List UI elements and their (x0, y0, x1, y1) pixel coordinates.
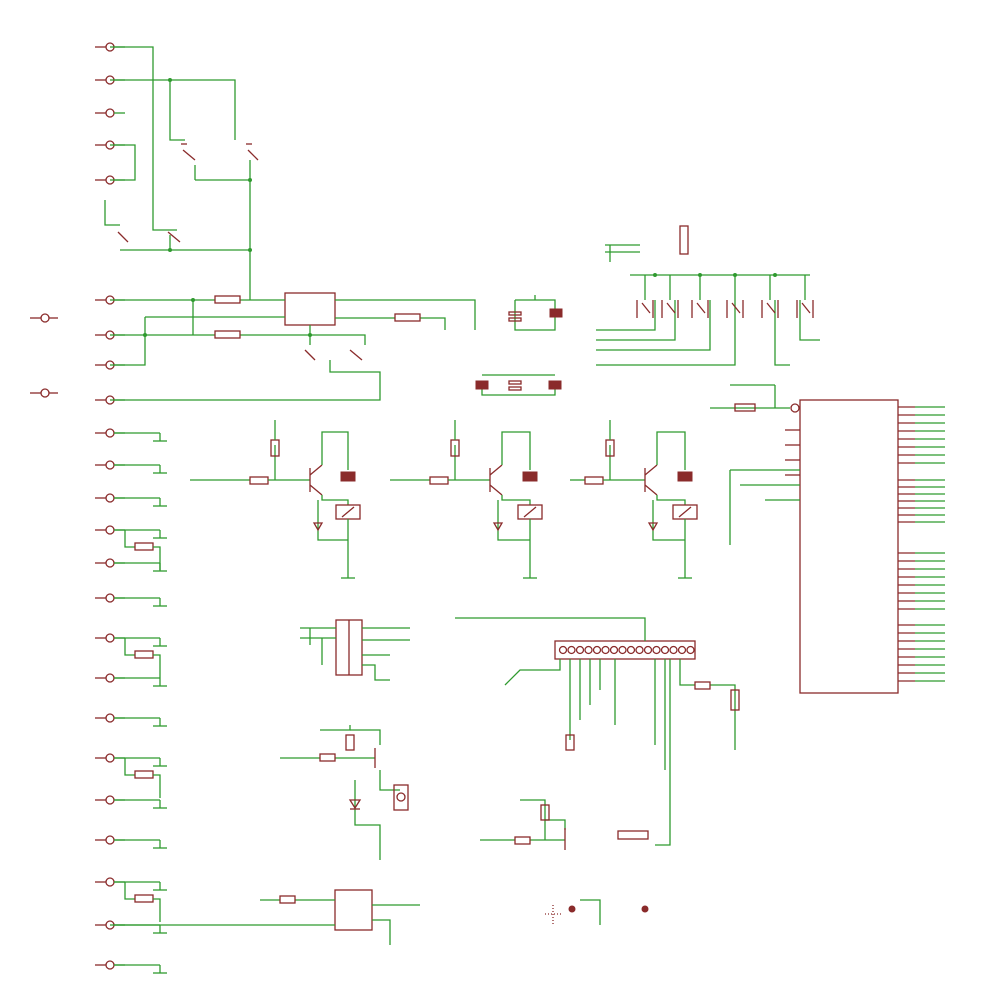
backlight-stage (480, 799, 649, 850)
terminal (95, 428, 167, 442)
relay-driver (390, 420, 543, 579)
terminal (95, 920, 167, 934)
terminal (95, 753, 167, 767)
terminal (95, 108, 125, 118)
lcd-pin (635, 645, 644, 655)
input-switch-network (104, 46, 259, 300)
lcd-pin (652, 645, 661, 655)
pushbutton (796, 275, 814, 318)
lcd-pin (558, 645, 568, 655)
lcd-pin (643, 645, 653, 655)
pull-resistor (124, 638, 161, 678)
lcd-pin (669, 645, 678, 655)
terminal (30, 313, 58, 323)
dip-header (300, 619, 410, 681)
terminal (95, 835, 167, 849)
terminal (95, 593, 167, 607)
pull-resistor (124, 530, 161, 570)
switch-sw4 (167, 231, 181, 243)
terminal (95, 795, 167, 809)
lcd-pin (575, 645, 585, 655)
regulator-block (110, 292, 476, 401)
pushbutton-row (596, 225, 820, 366)
switch-sw3 (117, 231, 129, 243)
terminal (95, 960, 167, 974)
terminal-column (30, 42, 167, 974)
lcd-pin (567, 645, 576, 655)
buzzer-stage (280, 725, 409, 860)
terminal (95, 633, 167, 647)
lcd-pin (609, 645, 619, 655)
lcd-pin (584, 645, 593, 655)
pushbutton (761, 275, 779, 318)
capacitor-cluster (475, 295, 563, 396)
microcontroller (710, 384, 945, 694)
misc-test-points (545, 899, 649, 925)
relay-driver (570, 420, 698, 579)
lcd-pin (618, 645, 627, 655)
terminal (95, 460, 167, 474)
terminal (95, 493, 167, 507)
relay-driver (190, 420, 361, 579)
optocoupler (110, 889, 420, 945)
switch-sw1 (181, 143, 196, 161)
lcd-pin (660, 645, 670, 655)
pushbutton (691, 275, 709, 318)
pull-resistor (124, 758, 161, 798)
lcd-connector (455, 617, 740, 846)
pushbutton (726, 275, 744, 318)
pull-resistor (124, 882, 161, 922)
lcd-pin (686, 645, 695, 655)
terminal (95, 673, 167, 687)
lcd-pin (626, 645, 636, 655)
terminal (30, 388, 58, 398)
lcd-pin (592, 645, 602, 655)
terminal (95, 713, 167, 727)
terminal (95, 558, 167, 572)
terminal (95, 525, 167, 539)
switch-sw2 (246, 143, 259, 161)
pushbutton (636, 275, 654, 318)
lcd-pin (601, 645, 610, 655)
terminal (95, 877, 167, 891)
pushbutton (661, 275, 679, 318)
lcd-pin (677, 645, 687, 655)
relay-driver-stages (190, 420, 698, 579)
